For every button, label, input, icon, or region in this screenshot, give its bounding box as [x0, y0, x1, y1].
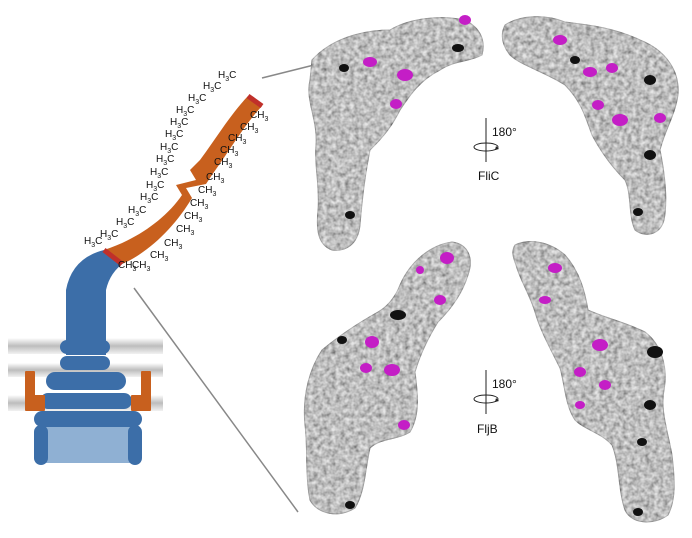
c-ring-right [128, 425, 142, 465]
methyl-label-h3c: H3C [160, 142, 178, 155]
flic-surface-right [501, 16, 679, 235]
methyl-label-h3c: H3C [84, 236, 102, 249]
methyl-label-ch3: CH3 [250, 110, 268, 123]
methyl-label-ch3: CH3 [132, 260, 150, 273]
c-ring-left [34, 425, 48, 465]
methyl-label-h3c: H3C [170, 117, 188, 130]
flagellin-chain [102, 93, 264, 266]
methyl-label-ch3: CH3 [220, 145, 238, 158]
chain-cap-top [246, 93, 264, 109]
rotation-angle-flic: 180° [492, 125, 517, 139]
flic-surface-left [308, 17, 484, 251]
methyl-label-h3c: H3C [188, 93, 206, 106]
rotation-indicator-flic: 180° FliC [473, 118, 517, 183]
hook-rod [66, 250, 125, 355]
methyl-label-ch3: CH3 [198, 185, 216, 198]
methyl-label-h3c: H3C [165, 129, 183, 142]
methyl-label-h3c: H3C [156, 154, 174, 167]
methyl-label-ch3: CH3 [150, 250, 168, 263]
protein-label-flic: FliC [478, 169, 500, 183]
p-ring [60, 356, 110, 370]
ms-ring [40, 393, 132, 409]
methyl-labels-right: CH3CH3CH3CH3CH3CH3CH3CH3CH3CH3CH3CH3CH3C… [118, 110, 268, 273]
l-ring [60, 340, 110, 354]
stator-units [25, 371, 151, 411]
stator-right [131, 371, 151, 411]
rotation-arrow-icon [473, 394, 499, 404]
rotation-indicator-fljb: 180° FljB [473, 370, 517, 436]
methyl-label-h3c: H3C [218, 70, 236, 83]
chain-body [104, 96, 262, 264]
c-ring-top [34, 411, 142, 427]
rotation-arrow-icon [473, 142, 499, 152]
methyl-label-h3c: H3C [146, 180, 164, 193]
methyl-label-h3c: H3C [128, 205, 146, 218]
methyl-label-ch3: CH3 [164, 238, 182, 251]
methyl-label-ch3: CH3 [190, 198, 208, 211]
methyl-label-h3c: H3C [150, 167, 168, 180]
zoom-line-bottom [133, 287, 299, 513]
flic-highlights [339, 15, 666, 219]
zoom-lines [133, 63, 319, 513]
methyl-label-h3c: H3C [116, 217, 134, 230]
methyl-label-h3c: H3C [140, 192, 158, 205]
methyl-label-h3c: H3C [176, 105, 194, 118]
methyl-label-ch3: CH3 [176, 224, 194, 237]
zoom-line-top [261, 63, 319, 79]
rotation-angle-fljb: 180° [492, 377, 517, 391]
methyl-label-ch3: CH3 [214, 157, 232, 170]
methyl-label-ch3: CH3 [118, 260, 136, 273]
methyl-label-ch3: CH3 [240, 122, 258, 135]
ms-ring-top [46, 372, 126, 390]
methyl-label-ch3: CH3 [228, 133, 246, 146]
methyl-label-h3c: H3C [100, 229, 118, 242]
methyl-label-ch3: CH3 [206, 172, 224, 185]
fljb-surface-right [512, 241, 675, 523]
methyl-labels-left: H3CH3CH3CH3CH3CH3CH3CH3CH3CH3CH3CH3CH3CH… [84, 70, 236, 249]
basal-body [34, 250, 142, 465]
basal-body-core [46, 425, 136, 463]
methyl-label-ch3: CH3 [184, 211, 202, 224]
fljb-highlights [337, 252, 663, 516]
methyl-label-h3c: H3C [203, 81, 221, 94]
fljb-surface-left [303, 241, 471, 515]
protein-label-fljb: FljB [477, 422, 498, 436]
chain-cap-bottom [102, 248, 124, 266]
stator-left [25, 371, 45, 411]
